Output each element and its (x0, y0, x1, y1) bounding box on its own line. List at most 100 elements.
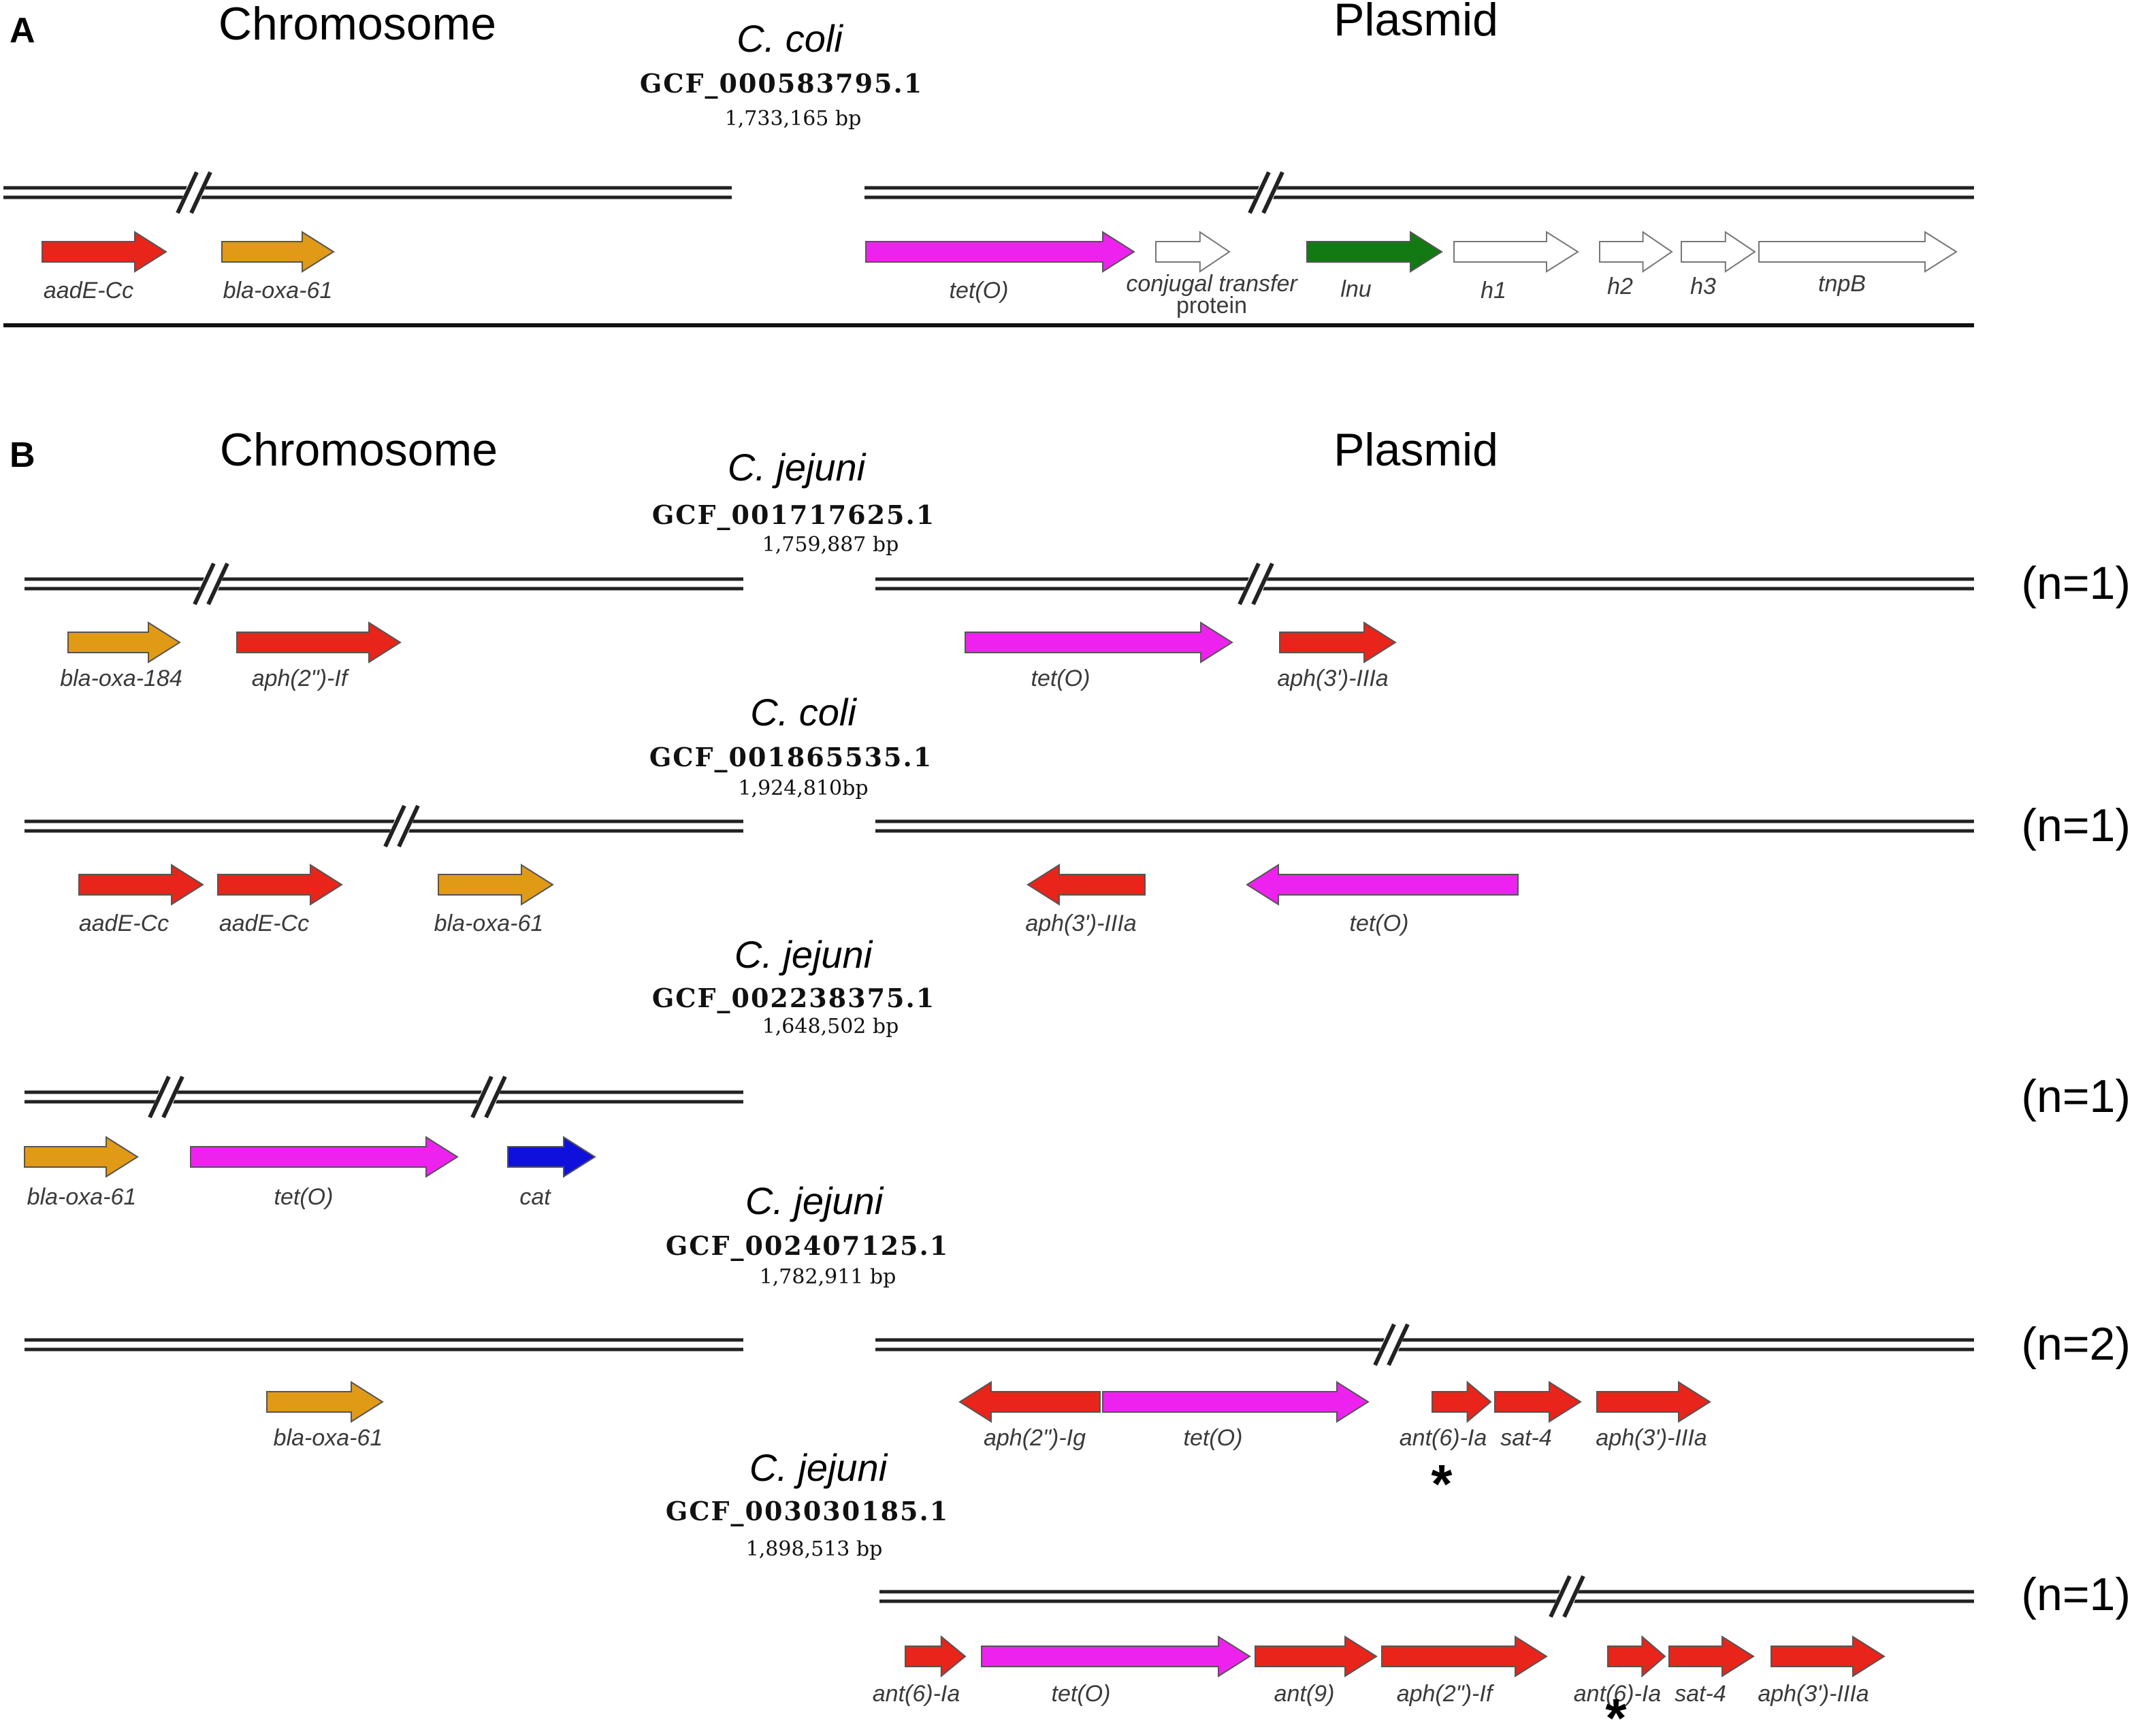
panel-a-plasmid-heading: Plasmid (1333, 0, 1498, 46)
row-1-plasmid-gene-1-label: tet(O) (1031, 666, 1090, 691)
gene-h1-arrow (1453, 231, 1579, 273)
row-5-species: C. jejuni (749, 1446, 888, 1489)
panel-a-chromosome-heading: Chromosome (219, 0, 496, 50)
break-mark (1373, 1323, 1410, 1366)
row-2-chromosome-track (25, 819, 743, 833)
row-4-plasmid-gene-2-arrow (1102, 1381, 1370, 1423)
break-mark (1238, 562, 1274, 606)
row-3-chromosome-track (25, 1090, 743, 1104)
row-1-chromosome-gene-2-label: aph(2")-If (252, 666, 350, 691)
row-4-plasmid-gene-4-arrow (1494, 1381, 1582, 1423)
row-5-plasmid-track (879, 1590, 1974, 1603)
row-4-asterisk: * (1431, 1454, 1453, 1514)
gene-tnpB-label: tnpB (1818, 271, 1866, 297)
row-2-chromosome-gene-1-label: aadE-Cc (79, 911, 169, 936)
row-5-accession: GCF_003030185.1 (666, 1496, 949, 1526)
track-lines (3, 171, 1974, 1618)
row-2-plasmid-gene-1-arrow (1026, 864, 1146, 906)
gene-conjugal-transfer-protein-label: conjugal transfer (1126, 271, 1298, 297)
row-4-plasmid-gene-3-arrow (1432, 1380, 1492, 1424)
gene-conjugal-transfer-protein-label2: protein (1176, 293, 1247, 318)
row-1-species: C. jejuni (728, 446, 867, 489)
row-2-chromosome-gene-1-arrow (78, 864, 204, 906)
row-3-chromosome-gene-3-arrow (507, 1136, 596, 1178)
gene-h3-label: h3 (1690, 274, 1716, 299)
row-1-genome-size: 1,759,887 bp (762, 533, 899, 557)
row-2-chromosome-gene-2-arrow (217, 864, 343, 906)
row-2-plasmid-gene-2-arrow (1246, 864, 1519, 906)
gene-bla-oxa-61-arrow (221, 231, 335, 273)
row-5-plasmid-gene-4-arrow (1381, 1635, 1548, 1677)
row-2-count: (n=1) (2021, 800, 2131, 851)
row-5-plasmid-gene-6-arrow (1668, 1635, 1755, 1677)
row-2-plasmid-track (875, 819, 1974, 833)
row-2-genome-size: 1,924,810bp (738, 776, 868, 800)
break-mark (1248, 171, 1284, 214)
row-5-plasmid-gene-1-arrow (905, 1635, 967, 1678)
row-5-plasmid-gene-2-label: tet(O) (1052, 1681, 1111, 1707)
row-4-plasmid-gene-5-label: aph(3')-IIIa (1596, 1425, 1707, 1451)
row-3-chromosome-gene-2-arrow (190, 1136, 459, 1178)
gene-h1-label: h1 (1481, 278, 1506, 304)
row-4-plasmid-gene-5-arrow (1596, 1381, 1711, 1423)
row-4-chromosome-track (25, 1338, 743, 1352)
gene-aadE-Cc-label: aadE-Cc (44, 278, 133, 304)
row-1-count: (n=1) (2021, 557, 2131, 609)
break-mark (383, 804, 420, 848)
row-2-species: C. coli (750, 691, 857, 734)
gene-tet-O-label: tet(O) (950, 278, 1009, 304)
gene-conjugal-transfer-protein-arrow (1155, 231, 1231, 273)
row-3-chromosome-gene-1-label: bla-oxa-61 (27, 1184, 137, 1210)
gene-lnu-arrow (1306, 231, 1443, 273)
panel-a-chromosome-track (3, 186, 732, 199)
row-3-chromosome-gene-2-label: tet(O) (274, 1184, 334, 1210)
row-4-plasmid-gene-3-label: ant(6)-Ia (1400, 1425, 1487, 1451)
row-3-count: (n=1) (2021, 1070, 2131, 1122)
row-4-accession: GCF_002407125.1 (666, 1230, 949, 1261)
row-1-accession: GCF_001717625.1 (652, 499, 935, 530)
gene-h2-label: h2 (1607, 274, 1633, 299)
break-mark (193, 562, 229, 606)
row-2-accession: GCF_001865535.1 (649, 742, 933, 772)
row-4-species: C. jejuni (745, 1179, 884, 1222)
row-5-genome-size: 1,898,513 bp (746, 1537, 883, 1561)
row-1-plasmid-gene-2-arrow (1279, 621, 1397, 664)
row-5-plasmid-gene-5-arrow (1607, 1635, 1666, 1678)
gene-h3-arrow (1681, 231, 1756, 273)
row-3-accession: GCF_002238375.1 (652, 983, 935, 1013)
panel-b-plasmid-heading: Plasmid (1333, 424, 1498, 476)
row-5-plasmid-gene-7-label: aph(3')-IIIa (1758, 1681, 1869, 1707)
row-1-chromosome-gene-1-label: bla-oxa-184 (60, 666, 182, 691)
panel-a-letter: A (10, 11, 35, 50)
row-4-plasmid-gene-2-label: tet(O) (1184, 1425, 1243, 1451)
break-mark (470, 1075, 507, 1119)
row-5-asterisk: * (1605, 1688, 1627, 1736)
row-1-plasmid-gene-1-arrow (965, 621, 1233, 664)
row-4-genome-size: 1,782,911 bp (760, 1265, 896, 1289)
row-2-chromosome-gene-2-label: aadE-Cc (219, 911, 309, 936)
row-1-chromosome-gene-2-arrow (236, 621, 402, 664)
row-5-plasmid-gene-7-arrow (1771, 1635, 1886, 1677)
row-2-plasmid-gene-1-label: aph(3')-IIIa (1025, 911, 1136, 936)
row-5-count: (n=1) (2021, 1569, 2131, 1620)
gene-lnu-label: lnu (1340, 276, 1371, 302)
row-5-plasmid-gene-4-label: aph(2")-If (1397, 1681, 1495, 1707)
gene-h2-arrow (1599, 231, 1673, 273)
row-3-genome-size: 1,648,502 bp (762, 1015, 899, 1038)
row-5-plasmid-gene-2-arrow (981, 1635, 1251, 1677)
row-5-plasmid-gene-6-label: sat-4 (1675, 1681, 1726, 1707)
gene-arrows (24, 231, 1958, 1678)
row-5-plasmid-gene-5-label: ant(6)-Ia (1574, 1681, 1662, 1707)
row-2-plasmid-gene-2-label: tet(O) (1350, 911, 1409, 936)
panel-b-letter: B (10, 436, 35, 475)
row-3-chromosome-gene-1-arrow (24, 1136, 139, 1178)
row-2-chromosome-gene-3-label: bla-oxa-61 (434, 911, 544, 936)
panel-a-genome-size: 1,733,165 bp (725, 107, 862, 131)
panel-a-accession: GCF_000583795.1 (640, 68, 923, 99)
row-1-plasmid-track (875, 577, 1974, 591)
row-4-chromosome-gene-1-label: bla-oxa-61 (274, 1425, 383, 1451)
row-4-count: (n=2) (2021, 1318, 2131, 1370)
gene-bla-oxa-61-label: bla-oxa-61 (223, 278, 333, 304)
